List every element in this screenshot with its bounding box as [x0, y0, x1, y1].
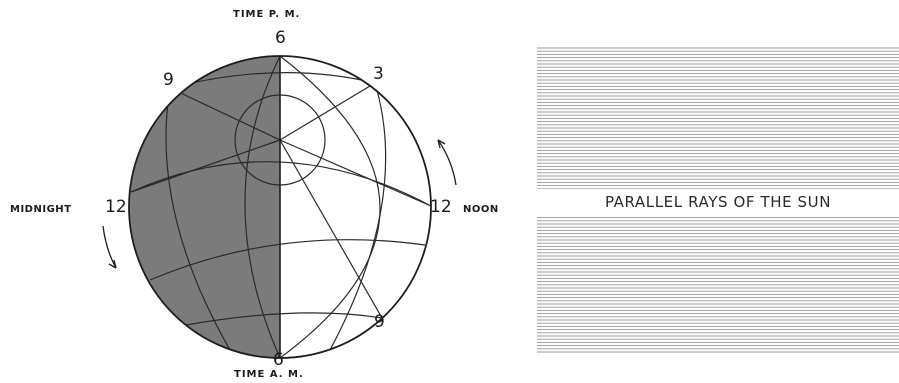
- parallel-rays-label: PARALLEL RAYS OF THE SUN: [537, 189, 899, 215]
- hour-label-bottom: 6: [273, 350, 284, 370]
- meridian-line: [279, 56, 381, 358]
- noon-label: NOON: [463, 204, 499, 215]
- hour-line: [130, 139, 281, 193]
- hour-label-top: 6: [275, 28, 286, 48]
- arrowhead-icon: [437, 139, 446, 149]
- hour-label-lower-right: 9: [374, 312, 385, 332]
- arrowhead-icon: [108, 259, 117, 269]
- hour-label-upper-left: 9: [163, 70, 174, 90]
- rotation-arrow-noon: [437, 139, 457, 186]
- time-am-label: TIME A. M.: [234, 369, 304, 380]
- globe-outline: [128, 55, 432, 359]
- meridian-line: [244, 56, 281, 358]
- hour-label-midnight: 12: [105, 197, 127, 217]
- hour-label-noon: 12: [430, 197, 452, 217]
- hour-label-upper-right: 3: [373, 64, 384, 84]
- latitude-line: [149, 239, 426, 281]
- hour-line: [279, 139, 431, 207]
- hour-line: [169, 87, 281, 141]
- midnight-label: MIDNIGHT: [10, 204, 72, 215]
- latitude-line: [185, 312, 383, 326]
- meridian-line: [329, 82, 387, 351]
- time-pm-label: TIME P. M.: [233, 9, 301, 20]
- meridian-line: [165, 87, 231, 351]
- rotation-arrow-midnight: [102, 225, 117, 269]
- hour-line: [279, 82, 376, 141]
- hour-line: [279, 139, 383, 319]
